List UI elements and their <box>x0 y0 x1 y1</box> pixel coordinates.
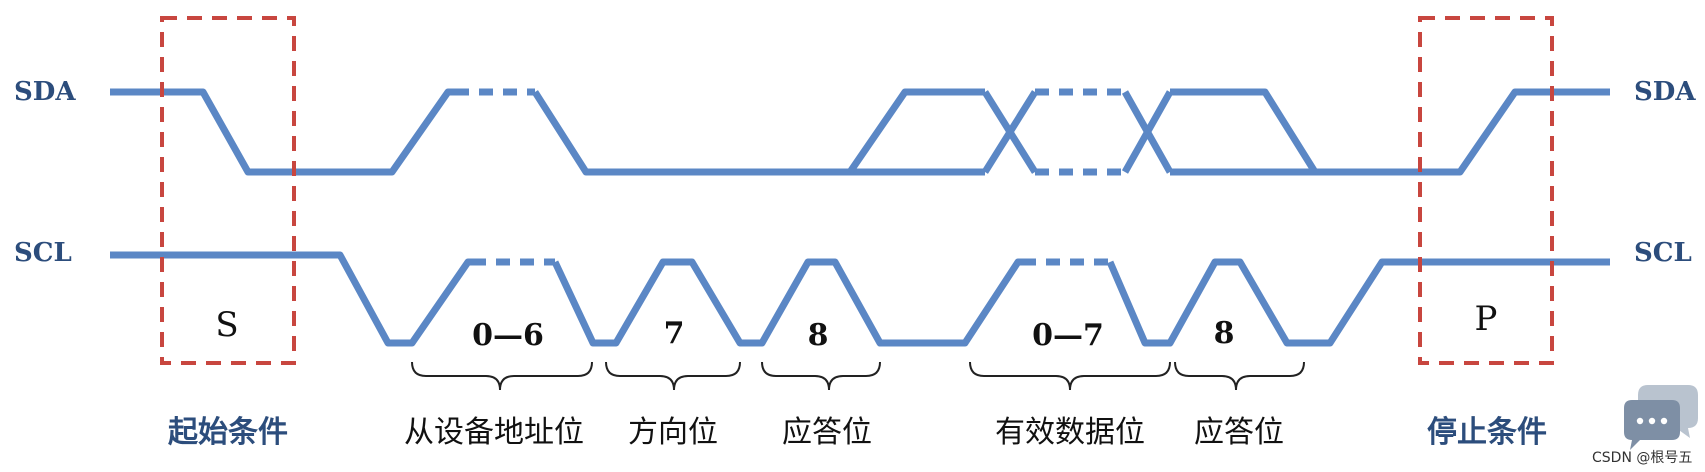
sda-start-transition <box>110 88 455 176</box>
bit-label-ack-1: 8 <box>808 318 829 353</box>
bit-label-address: 0—6 <box>472 318 544 353</box>
stop-letter: P <box>1475 299 1498 339</box>
sda-ack-fall <box>1170 88 1318 174</box>
sda-stop-transition <box>1170 88 1610 176</box>
scl-address-to-ack-pulses <box>551 258 1022 347</box>
caption-ack-bit-2: 应答位 <box>1194 415 1284 450</box>
caption-start-condition: 起始条件 <box>168 415 288 450</box>
sda-crossover-2b <box>1121 90 1174 174</box>
braces <box>411 361 1305 391</box>
caption-data-bits: 有效数据位 <box>995 415 1145 450</box>
brace-direction <box>605 361 741 391</box>
start-letter: S <box>215 305 238 345</box>
scl-start-and-first-pulse <box>110 251 472 347</box>
brace-address <box>411 361 593 391</box>
scl-label-left: SCL <box>14 238 72 268</box>
caption-ack-bit-1: 应答位 <box>782 415 872 450</box>
caption-direction-bit: 方向位 <box>628 415 718 450</box>
bit-label-data: 0—7 <box>1032 318 1104 353</box>
sda-label-right: SDA <box>1634 77 1696 107</box>
brace-ack-2 <box>1174 361 1305 391</box>
bit-label-direction: 7 <box>664 316 685 351</box>
scl-label-right: SCL <box>1634 238 1692 268</box>
chat-bubble-icon <box>1624 385 1698 450</box>
brace-data <box>969 361 1171 391</box>
sda-address-fall <box>532 90 985 176</box>
watermark-text: CSDN @根号五 <box>1592 450 1692 466</box>
caption-stop-condition: 停止条件 <box>1427 415 1547 450</box>
start-condition-box <box>160 16 296 365</box>
stop-condition-box <box>1418 16 1554 365</box>
scl-waveform <box>110 251 1610 347</box>
bit-label-ack-2: 8 <box>1214 316 1235 351</box>
caption-address-bits: 从设备地址位 <box>404 415 584 450</box>
sda-crossover-1b <box>982 90 1038 174</box>
sda-data-rise <box>847 88 985 174</box>
sda-waveform <box>110 88 1610 176</box>
sda-label-left: SDA <box>14 77 76 107</box>
brace-ack-1 <box>761 361 881 391</box>
scl-data-to-stop <box>1106 258 1610 347</box>
